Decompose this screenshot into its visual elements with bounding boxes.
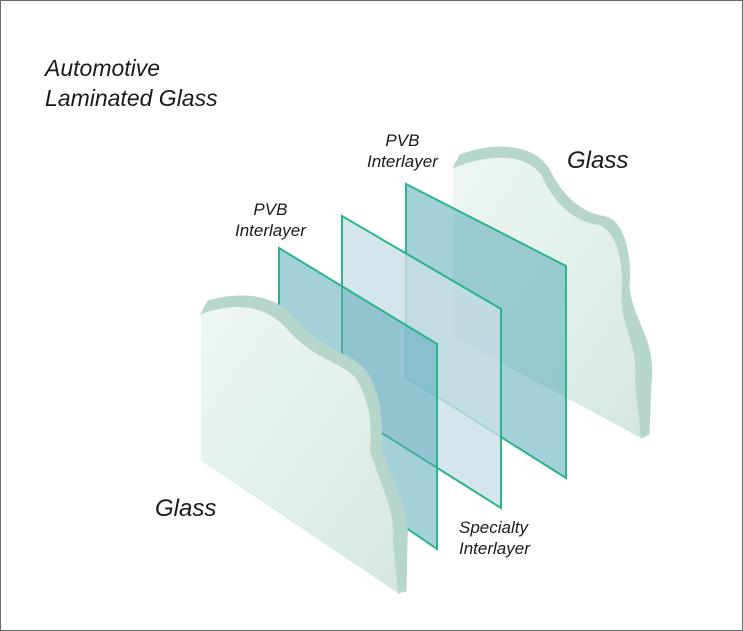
label-pvb-front-line-1: PVB — [253, 200, 288, 219]
label-specialty-line-1: Specialty — [459, 518, 528, 537]
glass-pane-front-face — [201, 307, 398, 593]
diagram-title-line-1: Automotive — [45, 55, 161, 81]
diagram-title-line-2: Laminated Glass — [45, 85, 218, 111]
label-specialty-line-2: Interlayer — [459, 539, 530, 558]
label-pvb-back-line-1: PVB — [385, 131, 420, 150]
glass-pane-front — [199, 295, 408, 594]
label-glass-back: Glass — [567, 147, 629, 174]
label-glass-front: Glass — [155, 495, 217, 522]
diagram-title: Automotive Laminated Glass — [45, 53, 218, 113]
label-pvb-interlayer-back: PVB Interlayer — [367, 130, 438, 172]
label-pvb-interlayer-front: PVB Interlayer — [235, 199, 306, 241]
label-specialty-interlayer: Specialty Interlayer — [459, 517, 530, 559]
label-pvb-back-line-2: Interlayer — [367, 152, 438, 171]
glass-pane-front-edge — [199, 295, 408, 594]
label-pvb-front-line-2: Interlayer — [235, 221, 306, 240]
glass-pane-back-edge — [451, 146, 653, 439]
